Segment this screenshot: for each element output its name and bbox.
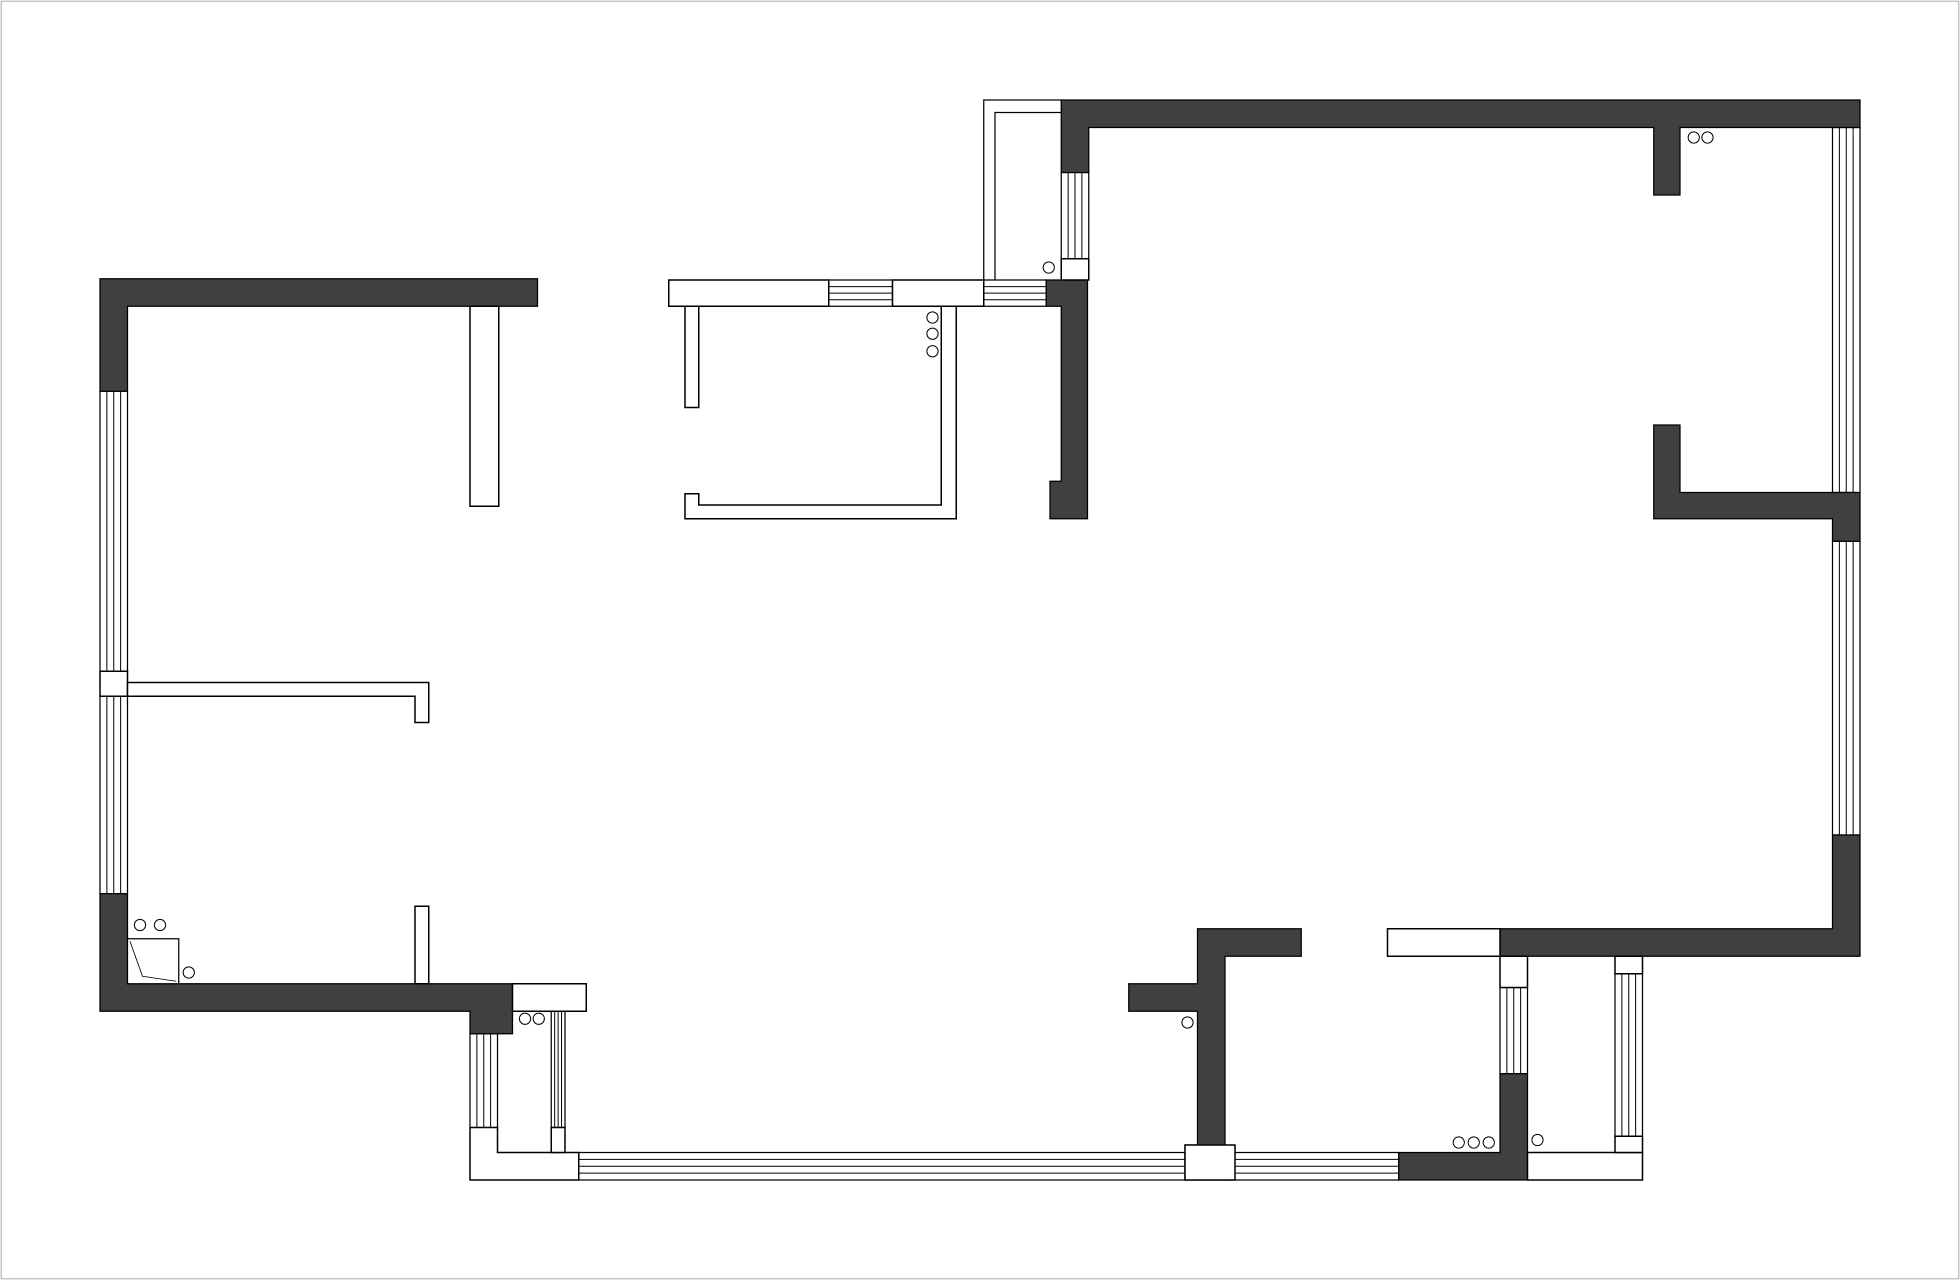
pipe-marker xyxy=(518,1012,532,1025)
window xyxy=(99,390,129,672)
window xyxy=(578,1151,1186,1181)
corner-fixture xyxy=(126,938,180,985)
windows-layer xyxy=(99,99,1861,1181)
partition-wall xyxy=(1614,1135,1644,1154)
bearing-wall xyxy=(1653,424,1861,542)
bearing-wall xyxy=(99,278,539,392)
pipe-marker xyxy=(133,918,147,932)
partitions-layer xyxy=(99,258,1644,1181)
partition-wall xyxy=(469,1126,580,1181)
bearing-wall xyxy=(1060,99,1861,196)
window xyxy=(469,1033,499,1129)
partition-wall xyxy=(1060,258,1090,281)
window xyxy=(1831,126,1861,494)
partition-wall xyxy=(1184,1144,1236,1181)
fixtures-layer xyxy=(126,131,1714,1149)
partition-wall xyxy=(1386,928,1501,957)
window xyxy=(1831,540,1861,836)
window xyxy=(1614,973,1644,1137)
window xyxy=(1060,171,1090,260)
bearing-wall xyxy=(1045,279,1089,520)
window xyxy=(99,695,129,895)
pipe-marker xyxy=(1531,1133,1544,1147)
partition-wall xyxy=(414,905,430,985)
pipe-marker xyxy=(926,311,939,324)
pipe-marker xyxy=(926,327,939,340)
pipe-marker xyxy=(1482,1136,1495,1149)
window xyxy=(1224,1151,1400,1181)
partition-wall xyxy=(511,983,587,1012)
pipe-marker xyxy=(1701,131,1714,144)
bearing-wall xyxy=(99,893,514,1035)
pipe-marker xyxy=(1452,1136,1465,1149)
window xyxy=(1499,986,1529,1075)
partition-wall xyxy=(1614,955,1644,975)
partition-wall xyxy=(550,1126,566,1154)
window xyxy=(983,279,1047,307)
partition-wall xyxy=(99,670,129,697)
pipe-marker xyxy=(1042,261,1055,274)
partition-wall xyxy=(684,305,700,409)
partition-wall xyxy=(684,305,957,520)
partition-wall xyxy=(891,279,985,307)
pipe-marker xyxy=(182,966,195,979)
partition-wall xyxy=(469,305,500,507)
partition-wall xyxy=(668,279,830,307)
balcony-frame xyxy=(983,99,1062,280)
pipe-marker xyxy=(1467,1136,1480,1149)
partition-wall xyxy=(1526,1151,1644,1181)
partition-wall xyxy=(1499,955,1529,989)
partition-wall xyxy=(126,681,430,724)
pipe-marker xyxy=(1181,1016,1194,1029)
pipe-marker xyxy=(926,345,939,358)
pipe-marker xyxy=(153,918,167,932)
bearing-wall xyxy=(1398,1073,1529,1181)
bearing-walls-layer xyxy=(99,99,1861,1181)
window xyxy=(550,1010,566,1129)
window xyxy=(828,279,894,307)
pipe-marker xyxy=(1687,131,1700,144)
pipe-marker xyxy=(532,1012,545,1025)
